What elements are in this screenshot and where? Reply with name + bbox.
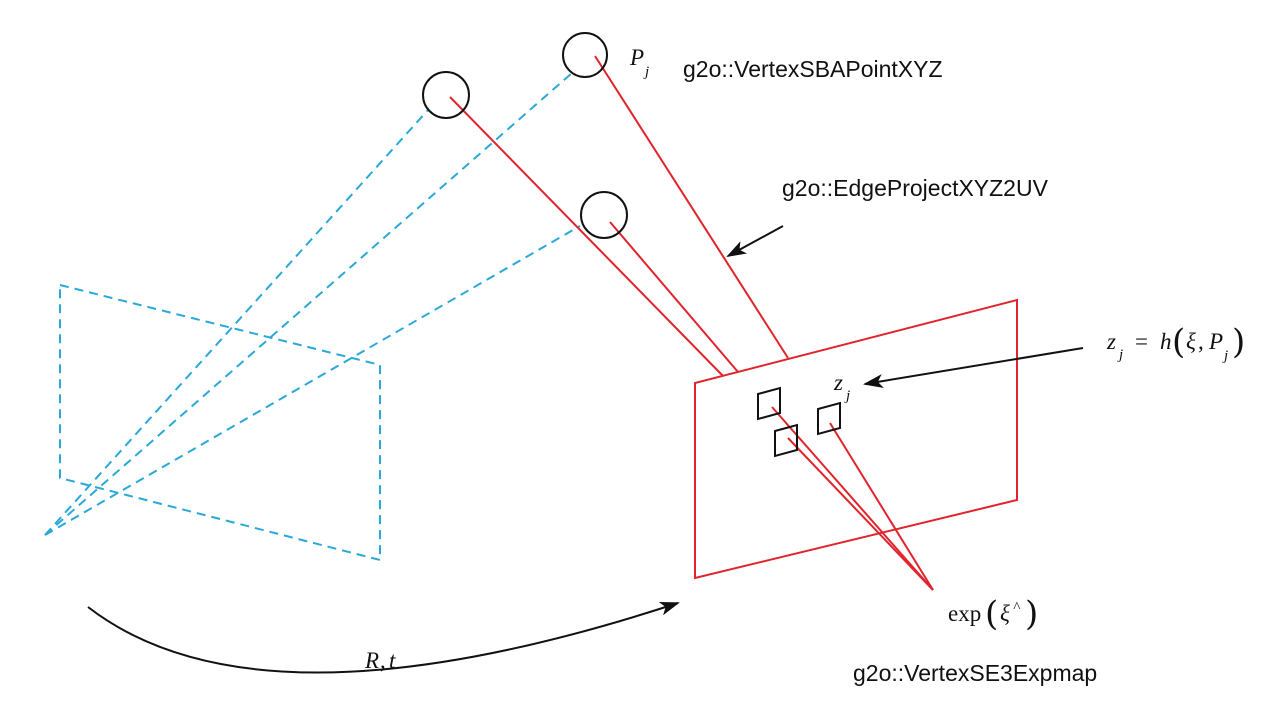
vertex-point-label: g2o::VertexSBAPointXYZ xyxy=(683,56,943,82)
svg-text:j: j xyxy=(643,64,649,80)
feature-square-2 xyxy=(774,423,798,458)
edge-label: g2o::EdgeProjectXYZ2UV xyxy=(782,175,1049,201)
ray-to-point-middle xyxy=(44,225,581,536)
ray-to-point-left xyxy=(44,109,429,536)
projection-ray-top xyxy=(594,55,789,359)
svg-text:^: ^ xyxy=(1013,600,1021,616)
landmark-top xyxy=(562,32,608,78)
feature-square-1 xyxy=(757,386,781,421)
svg-text:h: h xyxy=(1160,329,1172,354)
landmark-left xyxy=(422,71,470,119)
svg-text:t: t xyxy=(389,648,396,673)
pose-ray-b xyxy=(787,437,934,591)
svg-text:,: , xyxy=(1198,329,1204,354)
projection-rays xyxy=(449,55,934,591)
landmarks xyxy=(422,32,628,239)
pose-exponential-map: exp ( ξ ^ ) xyxy=(948,594,1038,634)
svg-text:P: P xyxy=(629,45,644,70)
ray-to-point-top xyxy=(44,72,573,536)
landmark-middle xyxy=(580,191,628,239)
observation-model-equation: z j = h ( ξ , P j ) xyxy=(1106,322,1245,364)
svg-text:j: j xyxy=(844,388,850,404)
svg-text:z: z xyxy=(1106,329,1116,354)
svg-text:): ) xyxy=(1232,322,1245,362)
first-camera-frustum xyxy=(44,72,581,562)
pose-transform-arc-arrow xyxy=(87,601,680,674)
first-camera-image-plane xyxy=(59,283,381,562)
vertex-pose-label: g2o::VertexSE3Expmap xyxy=(853,660,1097,686)
projection-ray-middle xyxy=(609,221,739,373)
pose-ray-c xyxy=(829,422,934,591)
svg-text:,: , xyxy=(380,648,386,673)
svg-text:j: j xyxy=(1117,347,1123,363)
svg-text:=: = xyxy=(1135,329,1148,354)
svg-text:j: j xyxy=(1222,348,1228,364)
svg-text:(: ( xyxy=(985,594,998,634)
svg-text:ξ: ξ xyxy=(1186,329,1196,354)
pose-transform-label: R , t xyxy=(364,648,396,673)
pose-ray-a xyxy=(771,406,934,591)
feature-square-3 xyxy=(817,401,841,436)
measurement-symbol-zj: z j xyxy=(833,370,850,404)
svg-text:P: P xyxy=(1208,329,1223,354)
svg-text:z: z xyxy=(833,370,843,395)
svg-text:): ) xyxy=(1025,594,1038,634)
landmark-symbol-pj: P j xyxy=(629,45,649,80)
measurement-pointer-arrow xyxy=(863,347,1084,388)
edge-pointer-arrow xyxy=(726,225,784,257)
projection-ray-left xyxy=(449,96,724,377)
observed-features xyxy=(757,386,841,458)
svg-text:exp: exp xyxy=(948,601,981,626)
svg-text:(: ( xyxy=(1172,322,1185,362)
svg-text:R: R xyxy=(364,648,379,673)
second-camera-image-plane xyxy=(694,298,1018,580)
svg-text:ξ: ξ xyxy=(1000,601,1010,626)
